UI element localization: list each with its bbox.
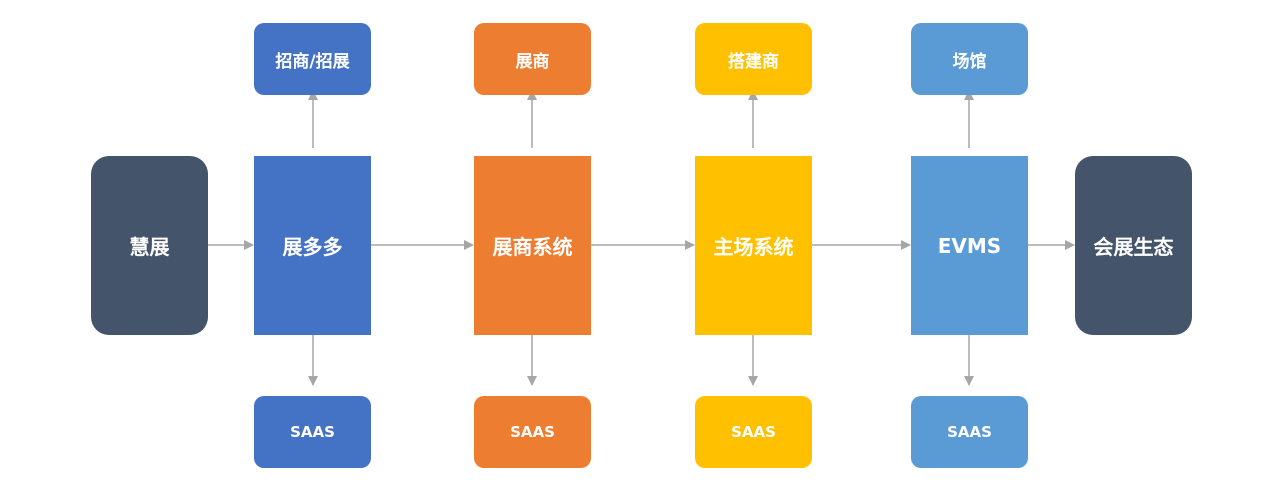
saas-node-home-court-system: SAAS bbox=[695, 396, 812, 468]
system-node-zhanduoduo: 展多多 bbox=[254, 156, 371, 335]
role-node-venue: 场馆 bbox=[911, 23, 1028, 95]
saas-node-evms: SAAS bbox=[911, 396, 1028, 468]
system-node-exhibitor-system: 展商系统 bbox=[474, 156, 591, 335]
saas-node-exhibitor-system: SAAS bbox=[474, 396, 591, 468]
role-node-builder: 搭建商 bbox=[695, 23, 812, 95]
end-node-exhibition-ecosystem: 会展生态 bbox=[1075, 156, 1192, 335]
saas-node-zhanduoduo: SAAS bbox=[254, 396, 371, 468]
start-node-huizhan: 慧展 bbox=[91, 156, 208, 335]
role-node-zhaoshang: 招商/招展 bbox=[254, 23, 371, 95]
system-node-evms: EVMS bbox=[911, 156, 1028, 335]
role-node-exhibitor: 展商 bbox=[474, 23, 591, 95]
system-node-home-court-system: 主场系统 bbox=[695, 156, 812, 335]
